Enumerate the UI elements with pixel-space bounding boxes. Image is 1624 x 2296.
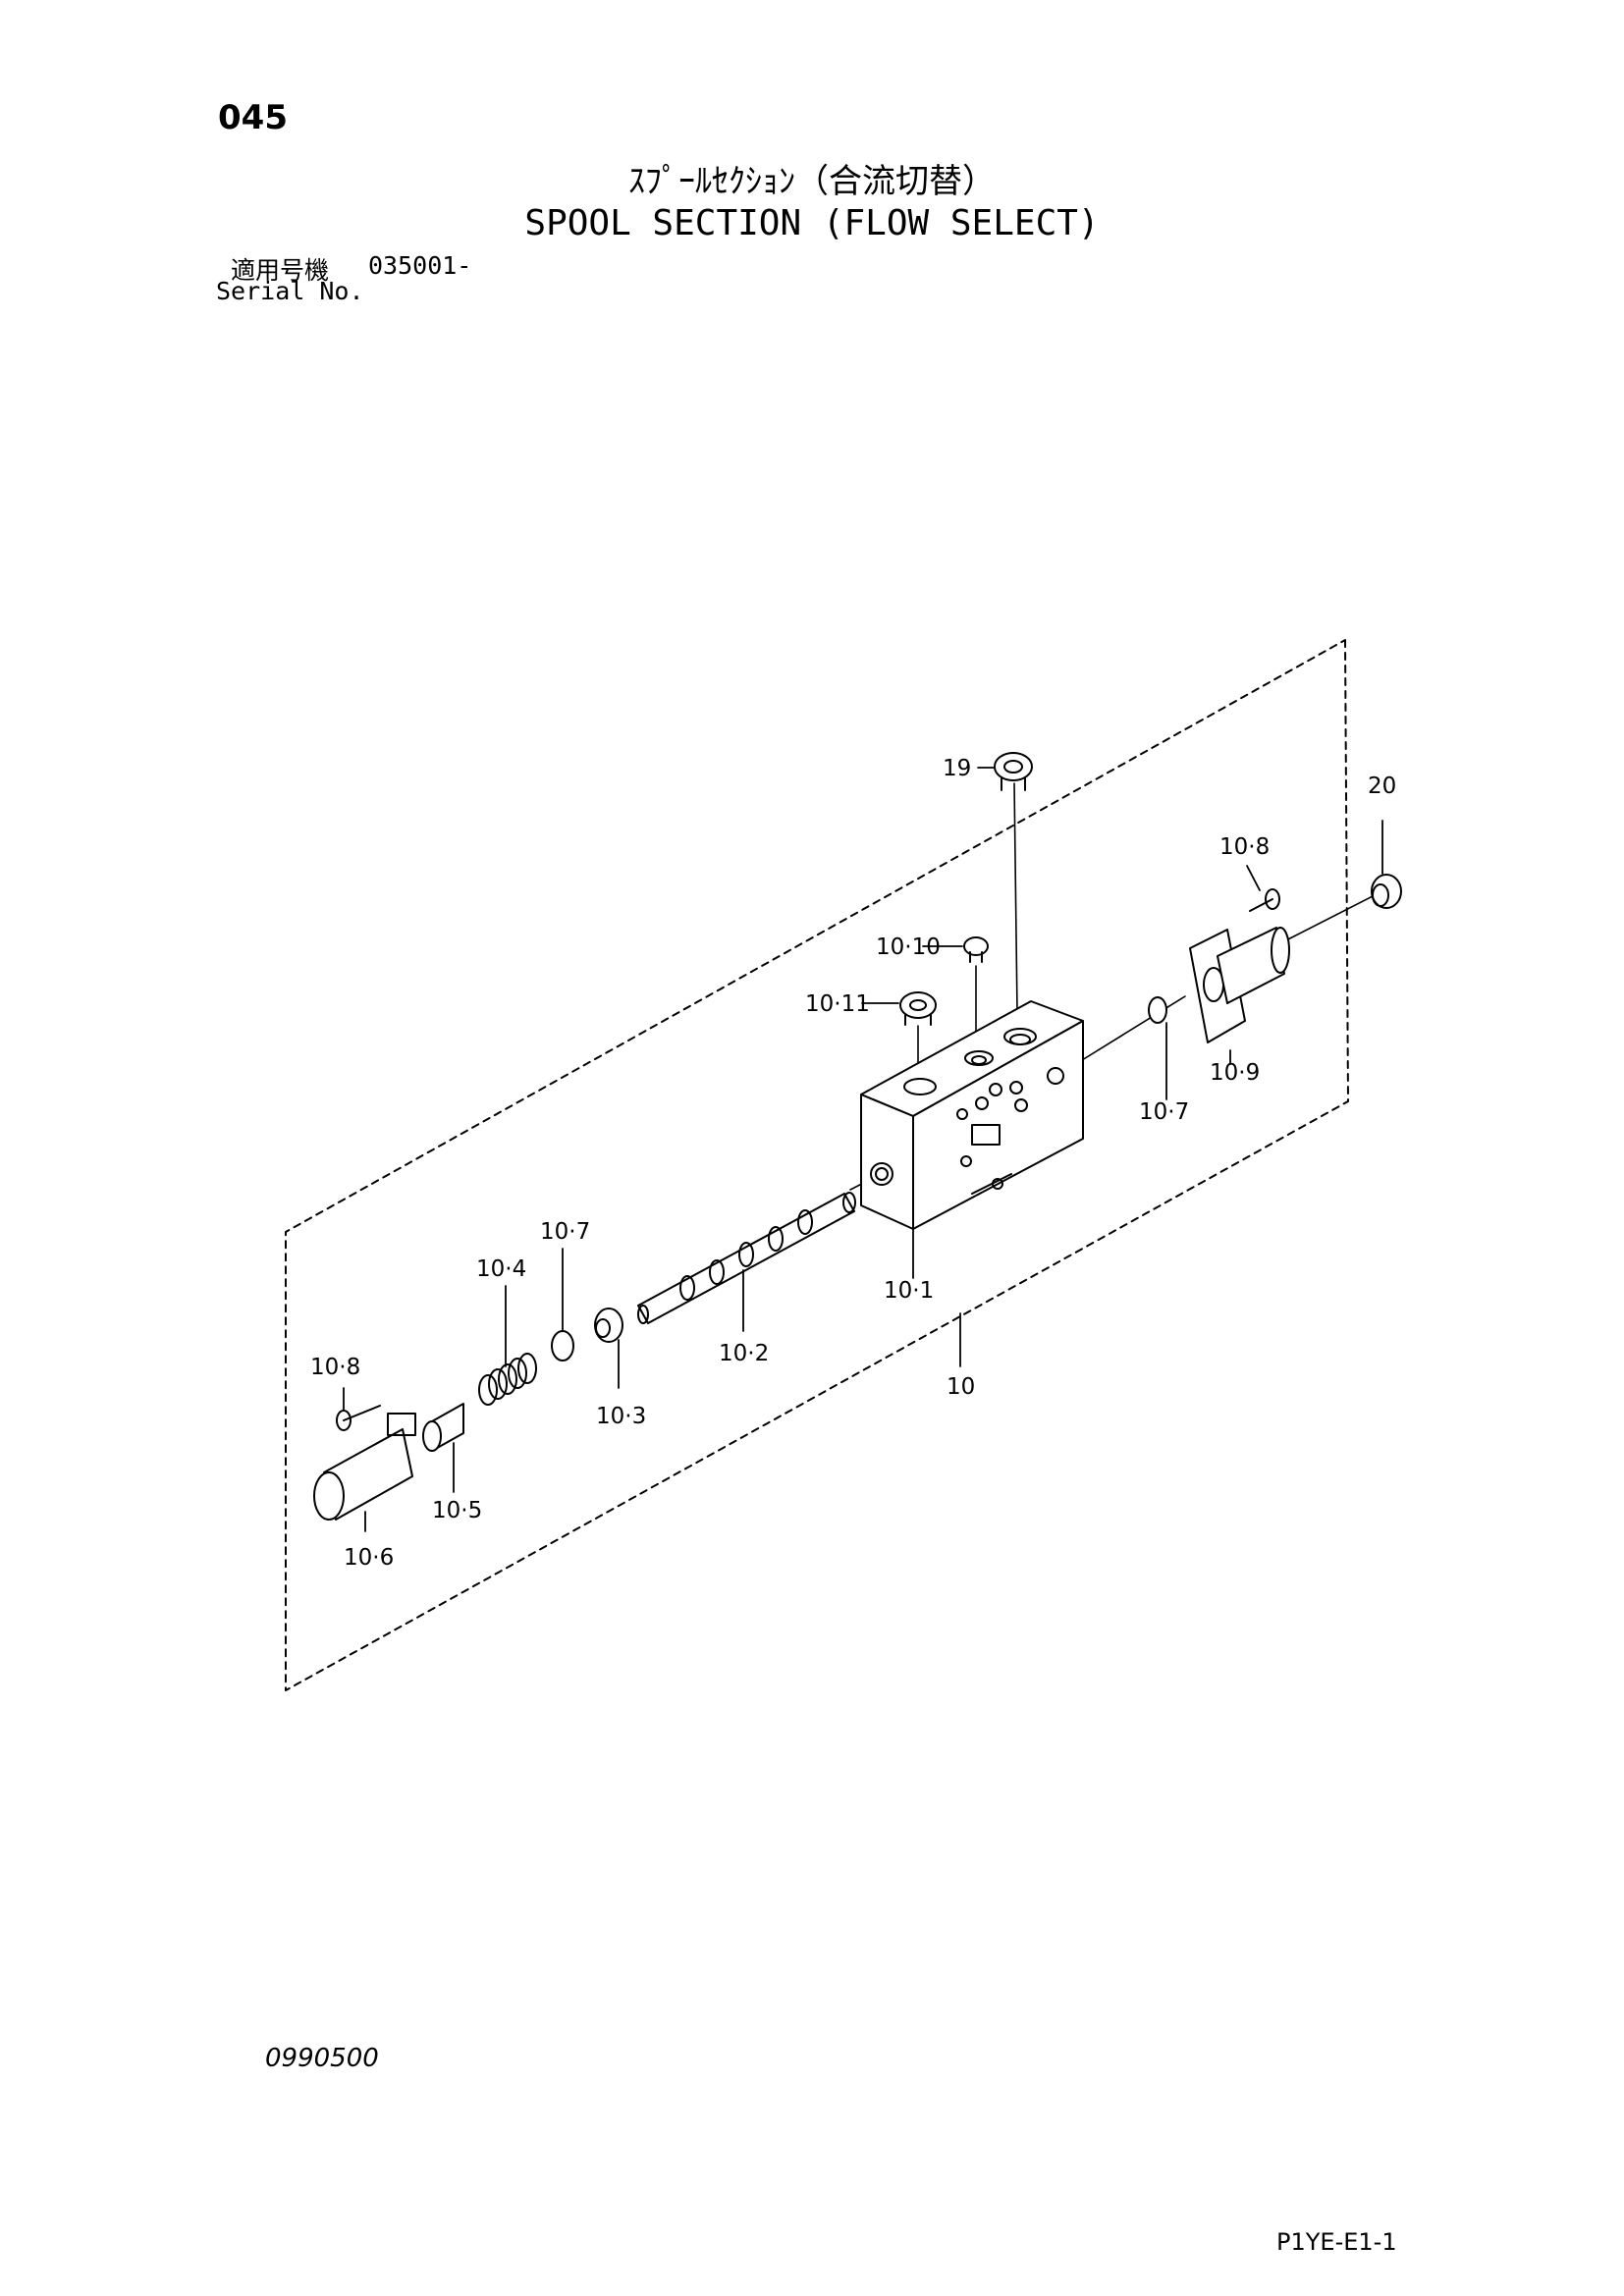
callout-label: 10·11	[805, 991, 870, 1017]
o-ring-part-10-7-right	[1148, 996, 1167, 1024]
plug-part-10-11	[899, 991, 937, 1026]
callout-label: 10·8	[310, 1355, 360, 1380]
sleeve-part-10-5	[422, 1403, 464, 1452]
plug-part-10-10	[963, 936, 989, 963]
plug-part-20	[1371, 874, 1402, 909]
cover-part-10-9	[1189, 927, 1290, 1043]
drawing-code: 0990500	[265, 2044, 379, 2073]
cap-part-10-6	[313, 1413, 416, 1521]
callout-label: 10·8	[1219, 834, 1270, 860]
callout-label: 10	[947, 1374, 975, 1400]
bolt-part-10-8-left	[336, 1405, 381, 1431]
callout-label: 10·2	[719, 1341, 769, 1366]
callout-label: 10·7	[1139, 1099, 1189, 1125]
title-japanese: ｽﾌﾟｰﾙｾｸｼｮﾝ（合流切替）	[628, 162, 996, 201]
o-ring-part-10-7-left	[551, 1330, 574, 1362]
plug-part-19	[994, 752, 1033, 791]
callout-leaders	[343, 767, 1383, 1532]
callout-label: 10·3	[596, 1404, 646, 1429]
callout-label: 10·6	[344, 1545, 394, 1571]
serial-label-japanese: 適用号機	[231, 256, 330, 285]
serial-label-english: Serial No.	[216, 277, 364, 305]
valve-body-part-10-1	[860, 1000, 1084, 1230]
serial-value: 035001-	[368, 251, 472, 280]
callout-label: 20	[1368, 774, 1396, 799]
callout-label: 19	[943, 756, 971, 781]
bolt-part-10-8-right	[1249, 888, 1280, 912]
callout-label: 10·1	[884, 1278, 934, 1304]
spool-part-10-2	[637, 1192, 856, 1324]
page-code: P1YE-E1-1	[1276, 2228, 1397, 2256]
callout-label: 10·4	[476, 1256, 526, 1282]
assembly-boundary	[285, 639, 1349, 1691]
page-number: 045	[218, 98, 288, 137]
callout-label: 10·5	[432, 1498, 482, 1523]
spring-part-10-4	[478, 1353, 537, 1406]
callout-label: 10·10	[876, 934, 941, 960]
spool-end-part-10-3	[594, 1308, 623, 1343]
callout-labels: 19 20 10·8 10·10 10·11 10·9 10·7 10·1 10…	[310, 756, 1396, 1571]
title-english: SPOOL SECTION (FLOW SELECT)	[524, 203, 1100, 243]
callout-label: 10·7	[540, 1219, 590, 1245]
callout-label: 10·9	[1210, 1060, 1260, 1086]
